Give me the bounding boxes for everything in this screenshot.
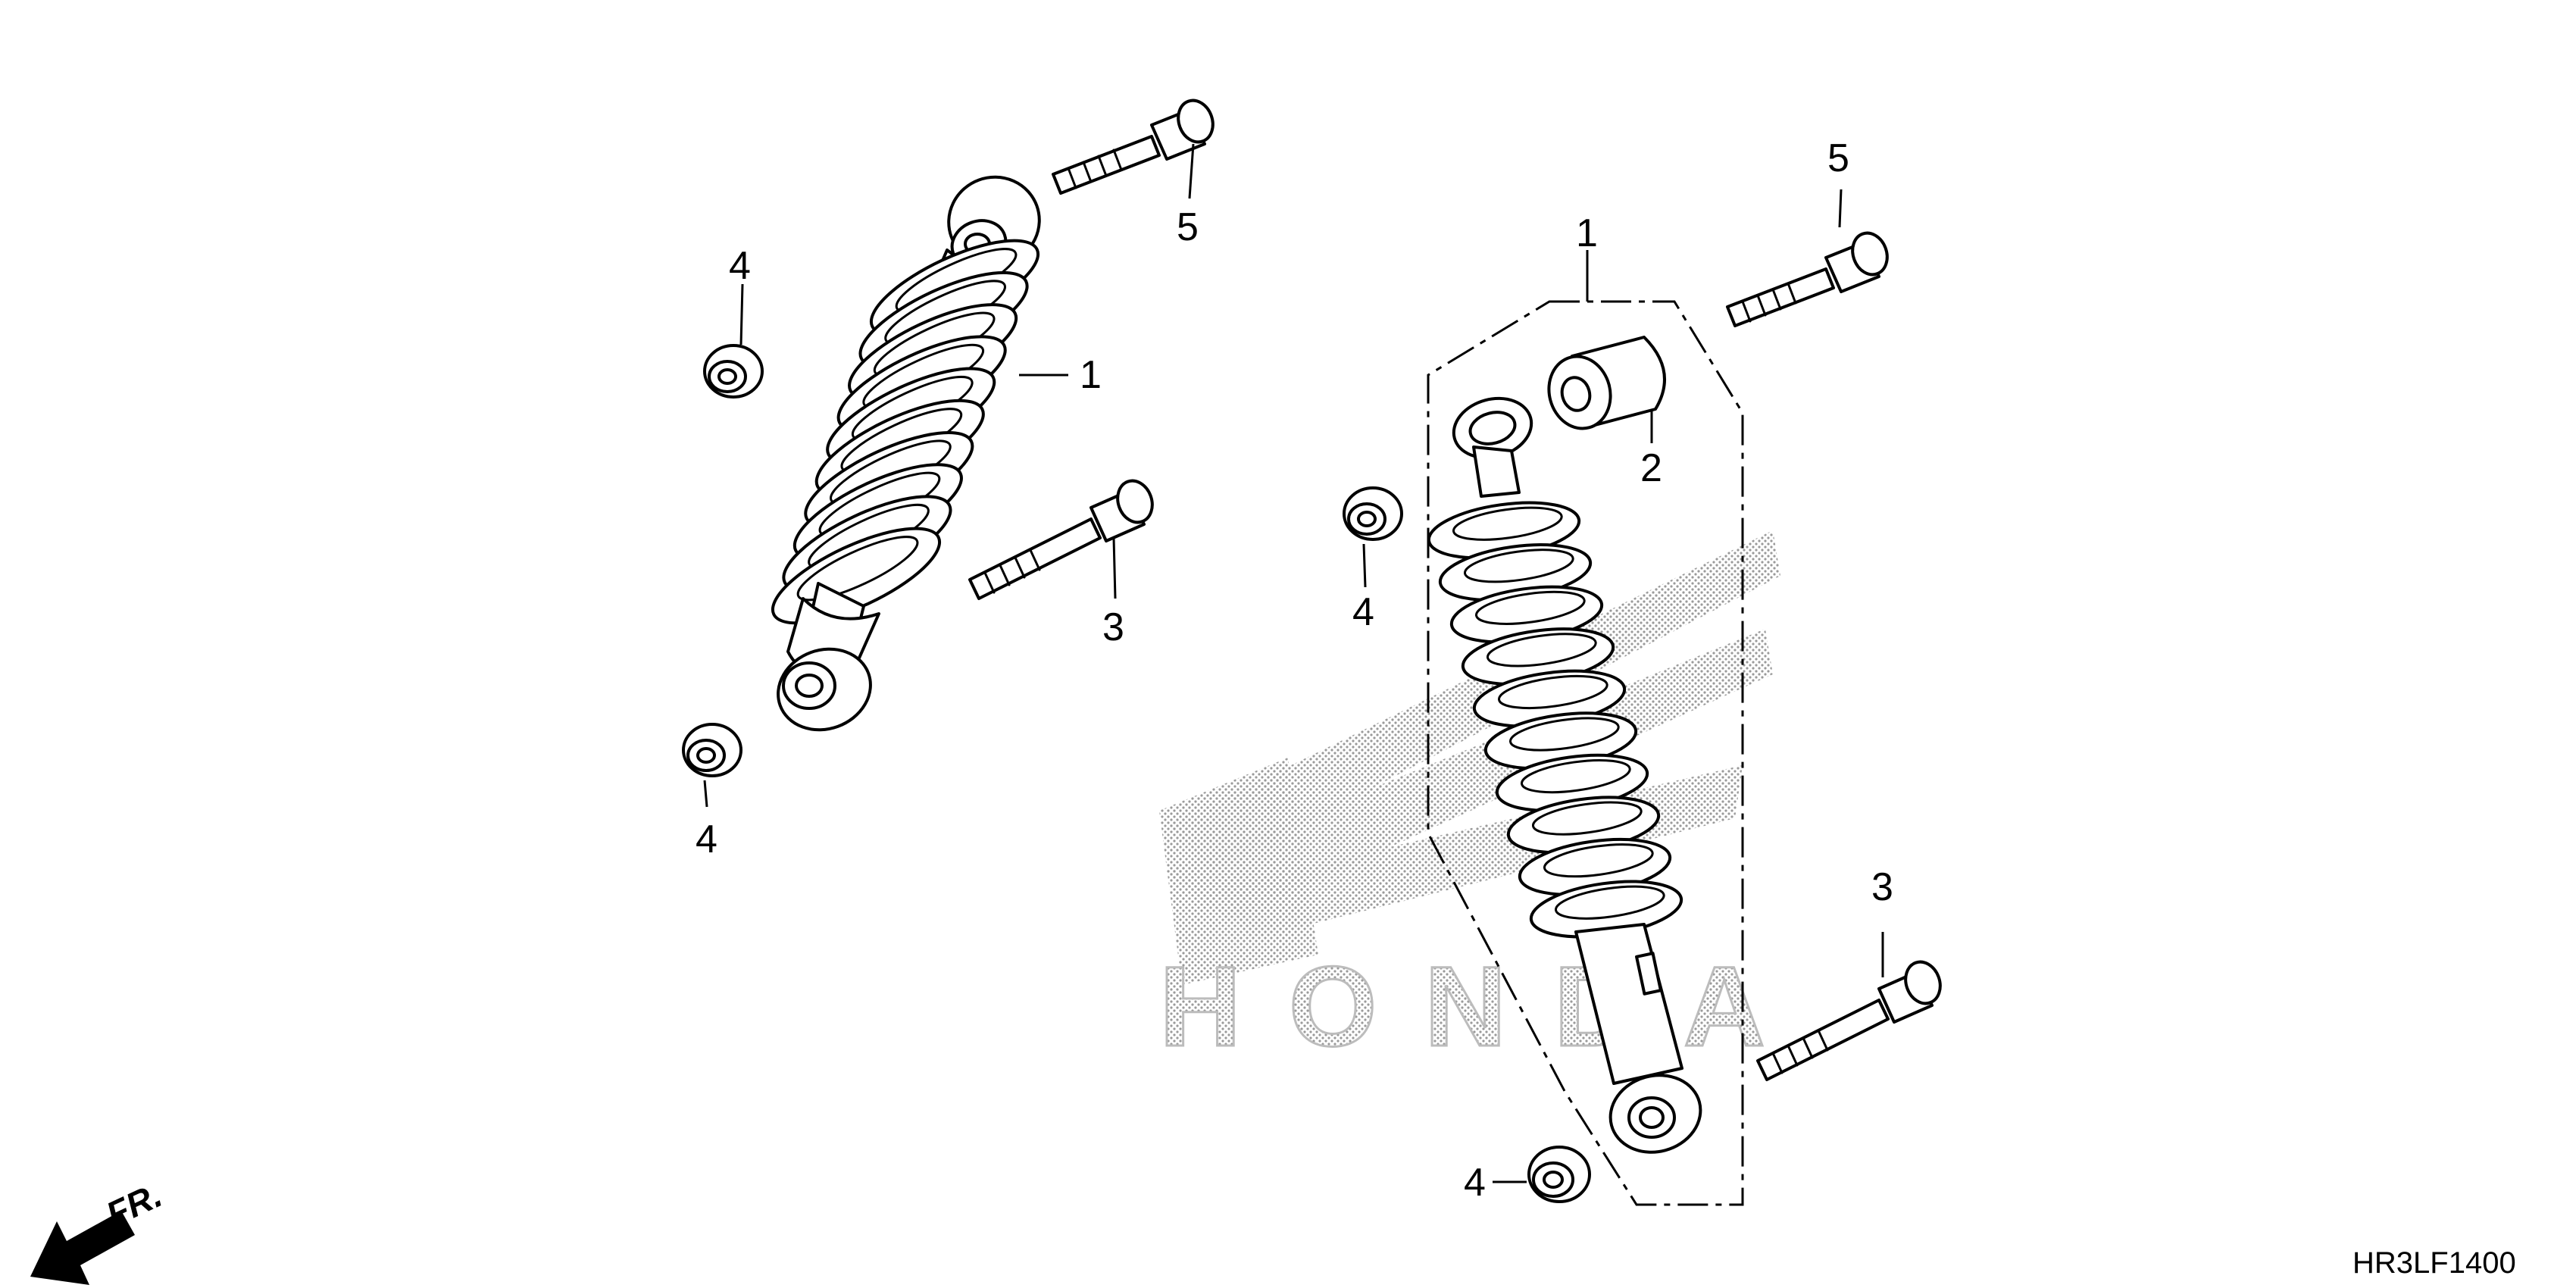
callout-3-left: 3 xyxy=(1102,605,1124,649)
left-spring-coil-inner xyxy=(796,536,919,602)
callout-3-right: 3 xyxy=(1871,865,1893,909)
front-direction-arrow: FR. xyxy=(30,1175,167,1285)
right-spring-coil-inner xyxy=(1497,674,1608,710)
right-spring-coil-inner xyxy=(1543,843,1654,878)
nut-4-middle[interactable] xyxy=(1343,486,1403,541)
right-spring-coil-inner xyxy=(1463,549,1574,583)
right-spring-coil-inner xyxy=(1452,506,1563,541)
bolt-5-left[interactable] xyxy=(1052,95,1218,195)
assembly-outline xyxy=(1427,300,1744,1206)
bolt-3-left[interactable] xyxy=(968,476,1158,600)
bushing-part-2[interactable] xyxy=(1541,336,1666,436)
right-spring-coil-inner xyxy=(1486,633,1597,667)
callout-4-top-left: 4 xyxy=(729,244,751,288)
right-spring-coil-inner xyxy=(1531,801,1643,836)
callout-5-right: 5 xyxy=(1827,136,1849,180)
nut-4-top-left[interactable] xyxy=(703,344,764,399)
bolt-5-right[interactable] xyxy=(1726,228,1893,327)
leader-lines xyxy=(703,143,1884,1183)
right-spring-coil-inner xyxy=(1474,590,1586,625)
bolt-3-right[interactable] xyxy=(1756,957,1946,1081)
nut-4-bottom[interactable] xyxy=(1527,1146,1591,1203)
left-shock-absorber[interactable] xyxy=(761,164,1052,742)
callout-4-bottom-left: 4 xyxy=(696,818,717,861)
callout-1-left: 1 xyxy=(1080,353,1102,397)
right-shock-absorber[interactable] xyxy=(1425,390,1709,1162)
right-spring-coil-inner xyxy=(1508,717,1620,752)
callout-2: 2 xyxy=(1640,446,1662,490)
callout-5-left: 5 xyxy=(1177,205,1199,249)
nut-4-bottom-left[interactable] xyxy=(682,723,742,777)
drawing-code: HR3LF1400 xyxy=(2352,1246,2516,1280)
callout-4-bottom: 4 xyxy=(1464,1161,1486,1205)
right-spring-coil-inner xyxy=(1554,885,1665,920)
callouts: 1 1 2 3 3 4 4 4 4 5 5 xyxy=(696,136,1893,1205)
right-spring-coil-inner xyxy=(1520,759,1631,794)
callout-4-middle: 4 xyxy=(1352,590,1374,634)
callout-1-right: 1 xyxy=(1576,211,1598,255)
